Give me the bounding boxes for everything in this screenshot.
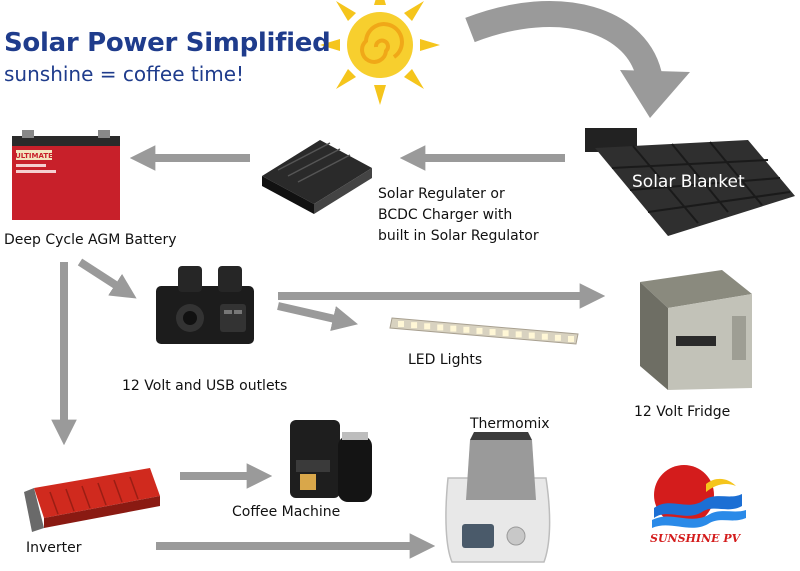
led-dot [554,334,561,341]
led-dot [489,329,496,336]
led-dot [515,331,522,338]
led-dot [476,327,483,334]
led-dot [450,325,457,332]
page-subtitle: sunshine = coffee time! [4,62,245,86]
thermomix-icon [445,432,551,563]
thermomix-label: Thermomix [470,416,550,432]
led-dot [463,326,470,333]
outlets-to-led-arrow [277,302,358,332]
led-dot [411,322,418,329]
led-dot [502,330,509,337]
battery-icon: ULTIMATE [12,130,120,220]
battery-to-outlets-arrow [77,258,137,299]
coffee-machine-icon [290,420,372,502]
fridge-label: 12 Volt Fridge [634,404,731,420]
battery-brand: ULTIMATE [15,152,53,160]
led-dot [541,333,548,340]
led-strip-icon [389,317,579,345]
regulator-label-line1: Solar Regulater or [378,186,505,202]
led-dot [528,332,535,339]
outlets-label: 12 Volt and USB outlets [122,378,288,394]
solar-blanket-icon [585,128,795,236]
inverter-icon [24,468,160,532]
fridge-icon [640,270,752,390]
coffee-machine-label: Coffee Machine [232,504,341,520]
regulator-icon [262,140,372,214]
led-dot [568,336,574,342]
inverter-label: Inverter [26,540,82,556]
sun-to-blanket-arrow [465,1,663,83]
outlets-icon [156,266,254,344]
led-dot [424,323,431,330]
sunshine-pv-logo-text: SUNSHINE PV [650,532,741,545]
regulator-label-line3: built in Solar Regulator [378,228,539,244]
regulator-label-line2: BCDC Charger with [378,207,513,223]
battery-label: Deep Cycle AGM Battery [4,232,177,248]
page-title: Solar Power Simplified [4,28,331,58]
sun-icon [320,0,440,105]
led-dot [398,321,404,327]
sunshine-pv-logo [652,465,746,528]
sun-to-blanket-arrowhead [620,70,690,118]
led-lights-label: LED Lights [408,352,483,368]
led-dot [437,324,444,331]
solar-blanket-label: Solar Blanket [632,172,745,192]
